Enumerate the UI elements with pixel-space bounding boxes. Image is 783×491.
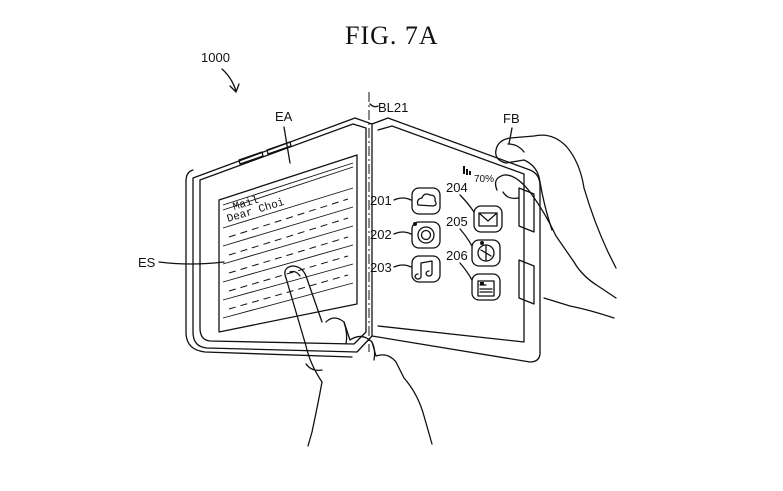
battery-indicator: 70% (463, 166, 494, 185)
pointing-hand (284, 265, 433, 447)
ref-204-leader (459, 194, 475, 213)
battery-level: 70% (474, 174, 494, 185)
ref-201: 201 (370, 193, 392, 208)
signal-bar (469, 171, 471, 175)
signal-bar (463, 166, 465, 174)
ref-1000: 1000 (201, 50, 230, 65)
signal-bar (466, 169, 468, 175)
cloud-icon[interactable] (411, 187, 441, 215)
ref-203: 203 (370, 260, 392, 275)
ref-201-leader (393, 197, 412, 201)
compass-icon[interactable] (471, 239, 501, 267)
document-icon[interactable] (471, 273, 501, 301)
ref-es-leader (158, 261, 225, 265)
music-note-icon[interactable] (411, 255, 441, 283)
ref-fb: FB (503, 111, 520, 126)
ref-1000-arrow (221, 68, 240, 93)
ref-bl21-leader (369, 103, 379, 108)
camera-lens-icon[interactable] (411, 221, 441, 249)
ref-206-leader (459, 262, 473, 281)
ref-205-leader (459, 228, 473, 247)
envelope-icon[interactable] (473, 205, 503, 233)
ref-202: 202 (370, 227, 392, 242)
ref-206: 206 (446, 248, 468, 263)
right-panel (371, 117, 541, 363)
left-panel (185, 117, 373, 358)
figure-title: FIG. 7A (345, 21, 439, 50)
ref-205: 205 (446, 214, 468, 229)
ref-204: 204 (446, 180, 468, 195)
ref-es: ES (138, 255, 156, 270)
ref-203-leader (393, 264, 412, 268)
ref-bl21: BL21 (378, 100, 408, 115)
ref-ea-leader (283, 126, 291, 164)
ref-202-leader (393, 231, 412, 235)
ref-ea: EA (275, 109, 293, 124)
right-hand (494, 134, 617, 319)
ref-fb-leader (508, 127, 513, 145)
display-screen: Mail Dear Choi (218, 154, 358, 333)
